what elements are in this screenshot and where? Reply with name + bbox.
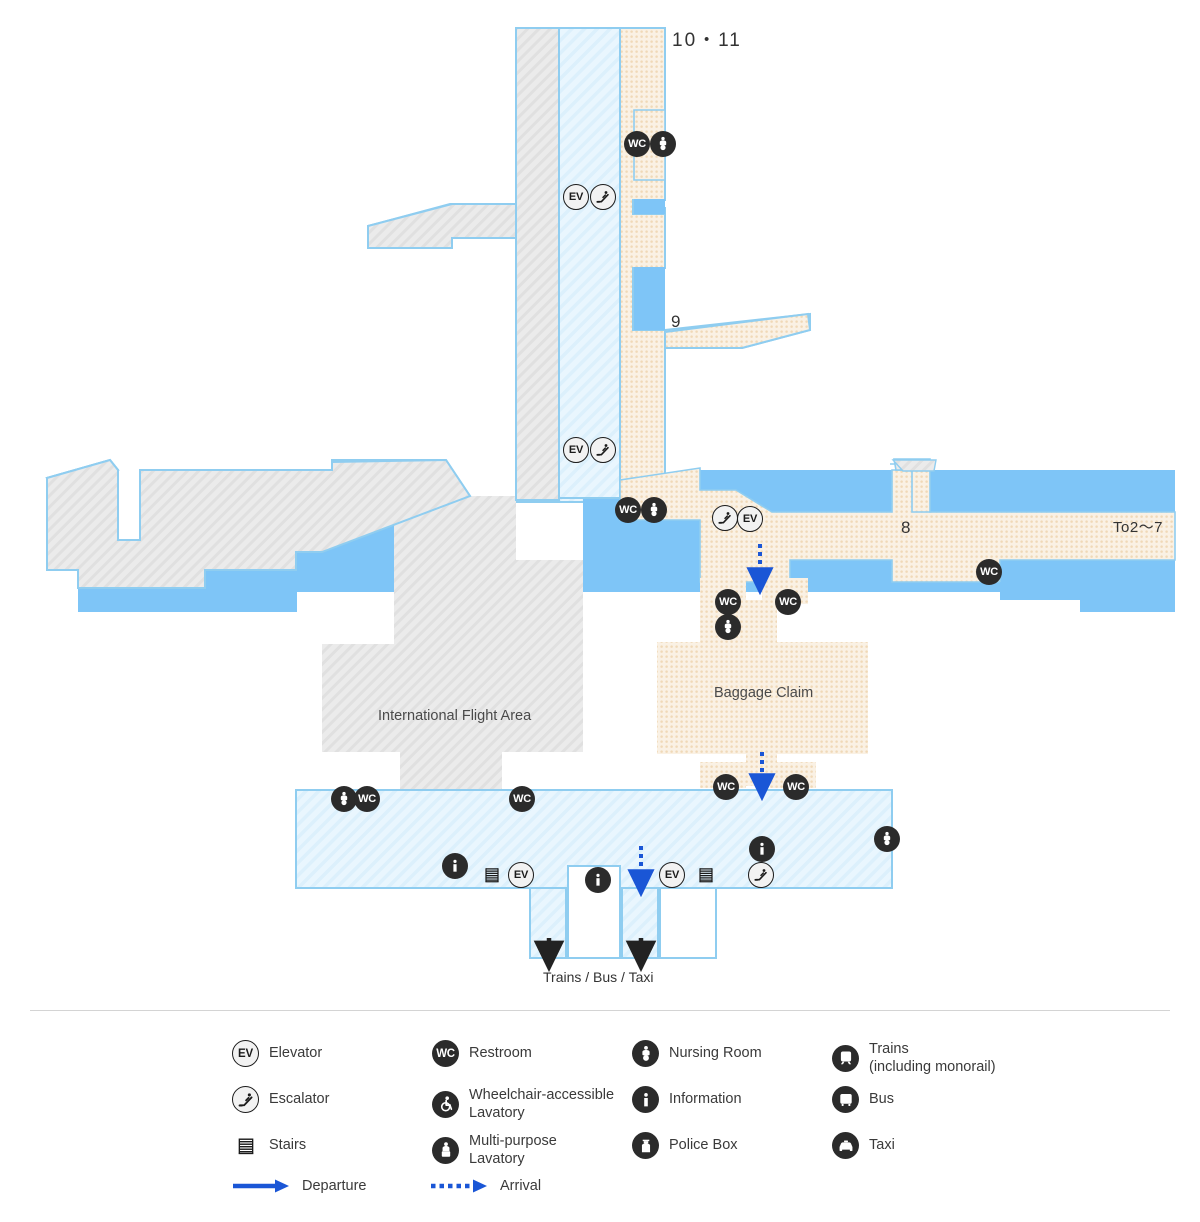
jetway-left-upper-2	[367, 203, 517, 249]
legend-arrival-arrow-glyph	[431, 1179, 487, 1193]
baggage-claim-label: Baggage Claim	[714, 685, 814, 701]
map-shapes	[45, 27, 1176, 973]
legend-multipurpose-lavatory-icon	[432, 1136, 459, 1164]
legend-taxi-label: Taxi	[869, 1137, 895, 1154]
poi-elevator-icon[interactable]: EV	[659, 862, 685, 888]
poi-restroom-icon[interactable]: WC	[624, 131, 650, 157]
gate-label-to-2-7: To2〜7	[1113, 519, 1164, 536]
legend-stairs-label: Stairs	[269, 1137, 307, 1154]
legend-wheelchair-lavatory-icon	[432, 1090, 459, 1118]
legend-elevator-icon: EV	[232, 1040, 259, 1067]
legend-police-box-label: Police Box	[669, 1137, 738, 1154]
legend-arrival-arrow: Arrival	[430, 1178, 541, 1194]
legend-multipurpose-lavatory: Multi-purpose Lavatory	[432, 1132, 557, 1168]
spine-public-redraw	[558, 27, 621, 499]
poi-stairs-icon[interactable]	[481, 864, 503, 886]
legend-divider	[30, 1010, 1170, 1011]
legend-stairs-icon	[232, 1132, 259, 1159]
poi-restroom-icon[interactable]: WC	[354, 786, 380, 812]
legend-nursing-room: Nursing Room	[632, 1040, 762, 1067]
legend-departure-arrow-label: Departure	[302, 1178, 367, 1194]
legend-wheelchair-lavatory-label: Wheelchair-accessible Lavatory	[469, 1087, 615, 1122]
terminal-floor-map[interactable]: 10・11 9 8 To2〜7 International Flight Are…	[0, 0, 1200, 1000]
legend-stairs: Stairs	[232, 1132, 306, 1159]
poi-escalator-icon[interactable]	[748, 862, 774, 888]
legend-information-label: Information	[669, 1091, 742, 1108]
poi-escalator-icon[interactable]	[712, 505, 738, 531]
spine-restricted-redraw	[515, 27, 560, 501]
legend-elevator-label: Elevator	[269, 1045, 323, 1062]
gate-label-9: 9	[671, 312, 681, 331]
poi-nursing-room-icon[interactable]	[641, 497, 667, 523]
poi-elevator-icon[interactable]: EV	[737, 506, 763, 532]
legend-taxi-icon	[832, 1132, 859, 1159]
poi-nursing-room-icon[interactable]	[874, 826, 900, 852]
legend-bus-icon	[832, 1086, 859, 1113]
poi-elevator-icon[interactable]: EV	[508, 862, 534, 888]
poi-information-icon[interactable]	[749, 836, 775, 862]
poi-nursing-room-icon[interactable]	[650, 131, 676, 157]
legend-bus: Bus	[832, 1086, 894, 1113]
spine-secure-redraw	[619, 27, 666, 489]
legend-elevator: EV Elevator	[232, 1040, 322, 1067]
exit-corridor-far-right	[659, 887, 717, 959]
poi-escalator-icon[interactable]	[590, 184, 616, 210]
legend-restroom-icon: WC	[432, 1040, 459, 1067]
gate-label-10-11: 10・11	[672, 30, 742, 51]
right-wing-blue	[1000, 582, 1175, 612]
poi-restroom-icon[interactable]: WC	[615, 497, 641, 523]
legend-restroom-label: Restroom	[469, 1045, 532, 1062]
jetway-gate-8-diag	[891, 459, 937, 472]
gate-label-8: 8	[901, 518, 911, 537]
poi-elevator-icon[interactable]: EV	[563, 437, 589, 463]
legend-escalator: Escalator	[232, 1086, 329, 1113]
legend-trains-icon	[832, 1044, 859, 1072]
legend-restroom: WC Restroom	[432, 1040, 532, 1067]
poi-nursing-room-icon[interactable]	[331, 786, 357, 812]
international-flight-area-fill	[322, 604, 583, 790]
legend-escalator-label: Escalator	[269, 1091, 330, 1108]
international-flight-area-label: International Flight Area	[378, 708, 532, 724]
trains-bus-taxi-label: Trains / Bus / Taxi	[543, 969, 654, 985]
poi-information-icon[interactable]	[442, 853, 468, 879]
poi-stairs-icon[interactable]	[695, 864, 717, 886]
legend-taxi: Taxi	[832, 1132, 895, 1159]
poi-restroom-icon[interactable]: WC	[775, 589, 801, 615]
legend-escalator-icon	[232, 1086, 259, 1113]
poi-restroom-icon[interactable]: WC	[713, 774, 739, 800]
exit-corridor-left	[529, 887, 567, 959]
poi-restroom-icon[interactable]: WC	[976, 559, 1002, 585]
legend-police-box: Police Box	[632, 1132, 738, 1159]
left-wing-restricted-2	[46, 458, 472, 589]
poi-information-icon[interactable]	[585, 867, 611, 893]
poi-escalator-icon[interactable]	[590, 437, 616, 463]
legend-bus-label: Bus	[869, 1091, 894, 1108]
legend-trains-label: Trains (including monorail)	[869, 1041, 996, 1076]
legend-trains: Trains (including monorail)	[832, 1040, 996, 1076]
corridor-gap-a2	[634, 199, 665, 214]
poi-nursing-room-icon[interactable]	[715, 614, 741, 640]
legend-information-icon	[632, 1086, 659, 1113]
legend-multipurpose-lavatory-label: Multi-purpose Lavatory	[469, 1133, 557, 1168]
poi-restroom-icon[interactable]: WC	[715, 589, 741, 615]
poi-elevator-icon[interactable]: EV	[563, 184, 589, 210]
jetway-gate-9-2	[664, 312, 812, 349]
poi-restroom-icon[interactable]: WC	[509, 786, 535, 812]
legend-wheelchair-lavatory: Wheelchair-accessible Lavatory	[432, 1086, 614, 1122]
legend-police-box-icon	[632, 1132, 659, 1159]
legend-nursing-room-label: Nursing Room	[669, 1045, 762, 1062]
corridor-gap-b2	[634, 267, 665, 330]
legend-information: Information	[632, 1086, 742, 1113]
baggage-claim-neck	[746, 600, 777, 646]
legend-nursing-room-icon	[632, 1040, 659, 1067]
legend-arrival-arrow-label: Arrival	[500, 1178, 542, 1194]
poi-restroom-icon[interactable]: WC	[783, 774, 809, 800]
legend-departure-arrow-glyph	[233, 1179, 289, 1193]
legend-departure-arrow: Departure	[232, 1178, 366, 1194]
baggage-claim-main	[657, 642, 868, 754]
